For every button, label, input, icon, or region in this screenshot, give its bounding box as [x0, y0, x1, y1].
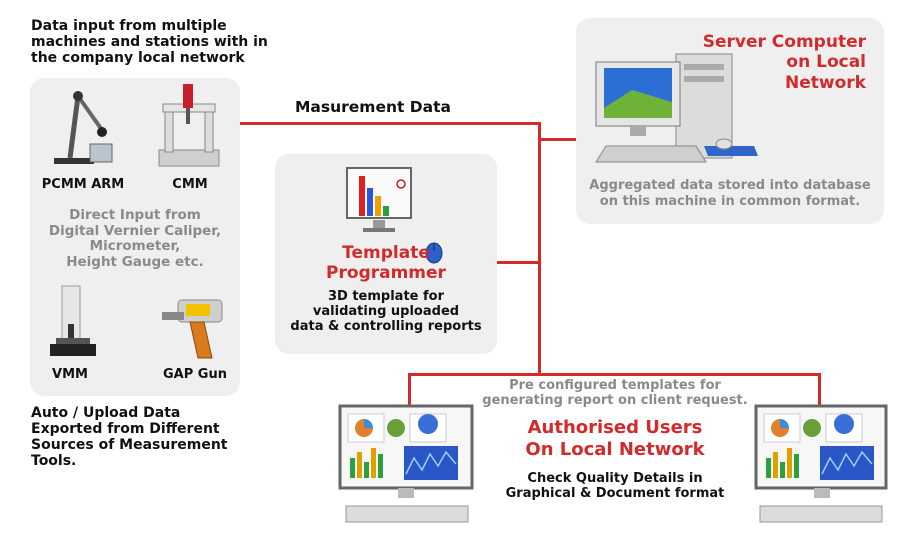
- connection-label: Masurement Data: [295, 98, 451, 116]
- server-title-line3: Network: [785, 72, 866, 93]
- template-desc-line1: 3D template for: [327, 289, 445, 304]
- connector-template-to-hub: [497, 261, 540, 264]
- users-title-line2: On Local Network: [525, 438, 705, 460]
- direct-input-line2: Digital Vernier Caliper,: [48, 222, 222, 239]
- template-desc-line3: data & controlling reports: [290, 318, 482, 334]
- connector-right-user: [818, 373, 821, 405]
- server-desc-line2: on this machine in common format.: [599, 193, 861, 209]
- connector-hub-to-server: [538, 138, 576, 141]
- template-monitor-icon: [346, 167, 412, 232]
- users-desc-line1: Check Quality Details in: [527, 471, 703, 486]
- connector-left-user: [408, 373, 411, 405]
- server-computer-icon: [595, 53, 758, 163]
- bottom-note-line4: Tools.: [31, 453, 77, 470]
- mouse-icon: [425, 242, 443, 264]
- connector-hub-vertical: [538, 122, 541, 376]
- server-title-line1: Server Computer: [702, 32, 866, 52]
- gap-gun-label: GAP Gun: [163, 367, 227, 382]
- server-title-line2: on Local: [786, 52, 866, 73]
- template-title: Template Programmer: [275, 243, 497, 283]
- users-pre-line2: generating report on client request.: [482, 392, 748, 408]
- pcmm-label: PCMM ARM: [41, 177, 125, 192]
- client-monitor-left-icon: [338, 404, 474, 523]
- users-pre-line1: Pre configured templates for: [509, 378, 721, 393]
- direct-input-line3: Micrometer,: [89, 238, 181, 255]
- users-pre-text: Pre configured templates for generating …: [470, 378, 760, 409]
- server-desc-line1: Aggregated data stored into database: [589, 178, 871, 193]
- top-note-line1: Data input from multiple: [31, 18, 227, 34]
- top-left-note: Data input from multiple machines and st…: [31, 18, 268, 66]
- pcmm-arm-icon: [54, 91, 113, 164]
- top-note-line2: machines and stations with in: [31, 34, 268, 51]
- top-note-line3: the company local network: [31, 50, 245, 67]
- users-title-line1: Authorised Users: [527, 417, 703, 438]
- gap-gun-icon: [162, 299, 223, 359]
- template-desc-line2: validating uploaded: [312, 303, 460, 319]
- client-monitor-right-icon: [754, 404, 888, 523]
- connector-users-horizontal: [408, 373, 821, 376]
- server-title: Server Computer on Local Network: [576, 32, 866, 93]
- direct-input-line1: Direct Input from: [69, 207, 201, 223]
- users-title: Authorised Users On Local Network: [470, 417, 760, 460]
- template-title-line2: Programmer: [326, 262, 446, 283]
- bottom-left-note: Auto / Upload Data Exported from Differe…: [31, 405, 227, 469]
- bottom-note-line3: Sources of Measurement: [31, 437, 228, 454]
- cmm-label: CMM: [172, 177, 208, 192]
- bottom-note-line1: Auto / Upload Data: [31, 405, 181, 421]
- direct-input-line4: Height Gauge etc.: [66, 253, 204, 270]
- template-title-line1: Template: [342, 243, 430, 263]
- connector-instruments-to-hub: [240, 122, 540, 125]
- direct-input-text: Direct Input from Digital Vernier Calipe…: [30, 207, 240, 270]
- cmm-icon: [158, 84, 220, 167]
- vmm-label: VMM: [52, 367, 88, 382]
- bottom-note-line2: Exported from Different: [31, 421, 220, 438]
- users-desc-line2: Graphical & Document format: [505, 485, 725, 501]
- template-desc: 3D template for validating uploaded data…: [275, 289, 497, 335]
- users-desc: Check Quality Details in Graphical & Doc…: [470, 471, 760, 502]
- server-desc: Aggregated data stored into database on …: [576, 178, 884, 209]
- vmm-icon: [50, 285, 96, 356]
